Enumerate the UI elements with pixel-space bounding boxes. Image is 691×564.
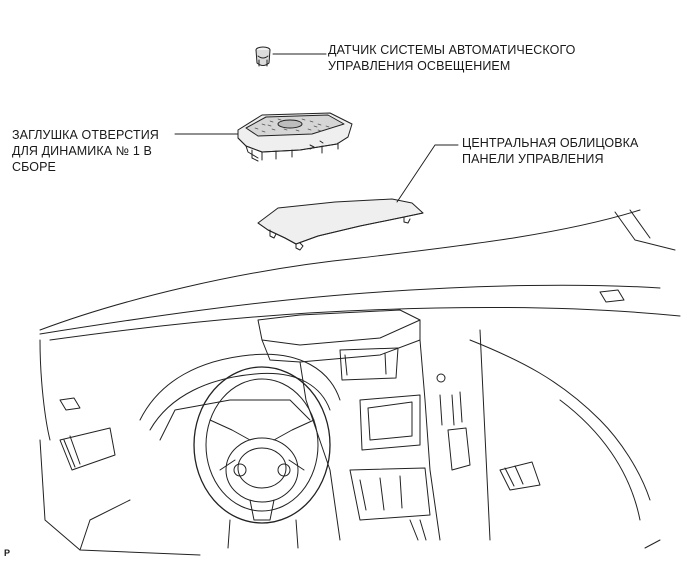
center-panel-callout-line-1: ЦЕНТРАЛЬНАЯ ОБЛИЦОВКА	[462, 136, 639, 150]
sensor-callout-label: ДАТЧИК СИСТЕМЫ АВТОМАТИЧЕСКОГО УПРАВЛЕНИ…	[328, 42, 575, 74]
figure-marker: P	[4, 548, 11, 558]
center-finish-panel-part	[257, 198, 424, 251]
corner-bracket-mark	[644, 539, 661, 549]
speaker-hole-cover-part	[237, 112, 353, 162]
instrument-panel-outline	[39, 209, 681, 556]
center-panel-callout-label: ЦЕНТРАЛЬНАЯ ОБЛИЦОВКА ПАНЕЛИ УПРАВЛЕНИЯ	[462, 135, 639, 167]
light-sensor-part	[255, 46, 271, 67]
sensor-callout-line-1: ДАТЧИК СИСТЕМЫ АВТОМАТИЧЕСКОГО	[328, 43, 576, 57]
speaker-cover-callout-line-1: ЗАГЛУШКА ОТВЕРСТИЯ	[12, 128, 159, 142]
center-panel-leader-line	[396, 144, 459, 203]
center-panel-callout-line-2: ПАНЕЛИ УПРАВЛЕНИЯ	[462, 152, 604, 166]
speaker-cover-callout-line-3: СБОРЕ	[12, 160, 56, 174]
speaker-cover-callout-line-2: ДЛЯ ДИНАМИКА № 1 В	[12, 144, 152, 158]
speaker-cover-callout-label: ЗАГЛУШКА ОТВЕРСТИЯ ДЛЯ ДИНАМИКА № 1 В СБ…	[12, 127, 159, 175]
sensor-callout-line-2: УПРАВЛЕНИЯ ОСВЕЩЕНИЕМ	[328, 59, 511, 73]
